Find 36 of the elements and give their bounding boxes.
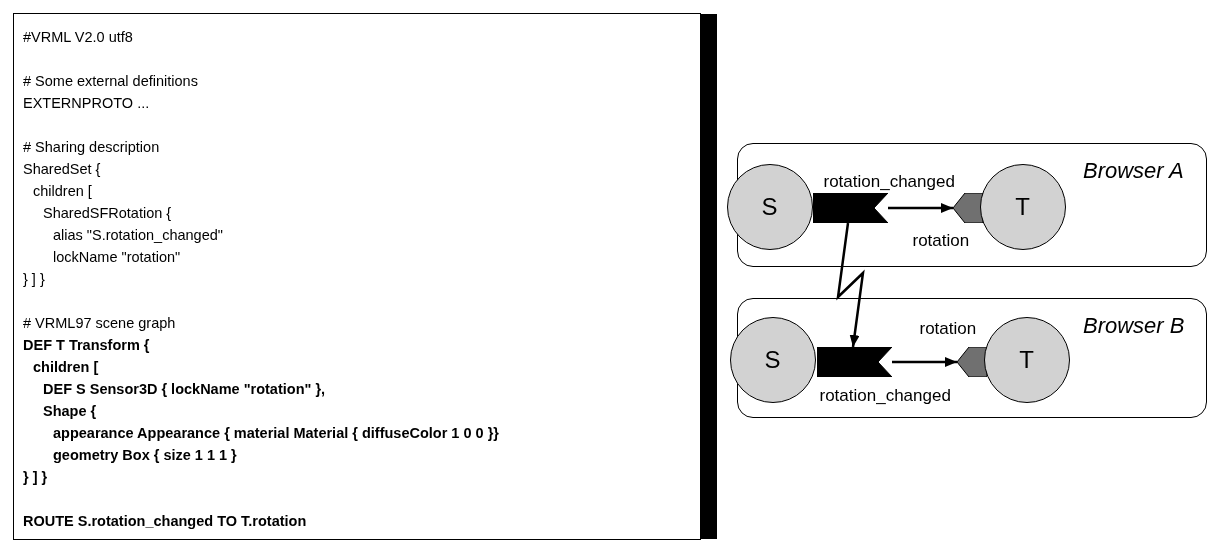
panel-title: Browser A: [1083, 158, 1184, 184]
code-line: children [: [33, 182, 92, 200]
code-line: SharedSet {: [23, 160, 101, 178]
event-out-port: [812, 192, 888, 223]
node-circle: T: [983, 316, 1070, 403]
node-circle: T: [979, 163, 1066, 250]
panel-title: Browser B: [1083, 313, 1185, 339]
arrow: [888, 203, 953, 213]
code-line: DEF S Sensor3D { lockName "rotation" },: [43, 380, 326, 398]
node-circle: S: [726, 163, 813, 250]
event-in-port: [952, 192, 983, 223]
port-label: rotation: [912, 230, 970, 251]
zigzag-arrow: [836, 222, 865, 348]
code-line: EXTERNPROTO ...: [23, 94, 150, 112]
code-line: geometry Box { size 1 1 1 }: [53, 446, 237, 464]
code-line: } ] }: [23, 468, 48, 486]
code-line: lockName "rotation": [53, 248, 181, 266]
code-line: appearance Appearance { material Material { diffuseColor 1 0 0 }}: [53, 424, 499, 442]
code-line: Shape {: [43, 402, 97, 420]
port-label: rotation_changed: [819, 385, 951, 406]
code-line: # VRML97 scene graph: [23, 314, 176, 332]
code-line: ROUTE S.rotation_changed TO T.rotation: [23, 512, 307, 530]
code-line: children [: [33, 358, 99, 376]
port-label: rotation: [919, 318, 977, 339]
code-line: #VRML V2.0 utf8: [23, 28, 133, 46]
arrow: [892, 357, 957, 367]
node-circle: S: [729, 316, 816, 403]
code-line: # Some external definitions: [23, 72, 198, 90]
event-out-port: [816, 346, 892, 377]
code-line: alias "S.rotation_changed": [53, 226, 223, 244]
code-line: # Sharing description: [23, 138, 160, 156]
port-label: rotation_changed: [823, 171, 955, 192]
code-line: DEF T Transform {: [23, 336, 150, 354]
code-line: SharedSFRotation {: [43, 204, 172, 222]
event-in-port: [956, 346, 987, 377]
code-line: } ] }: [23, 270, 45, 288]
